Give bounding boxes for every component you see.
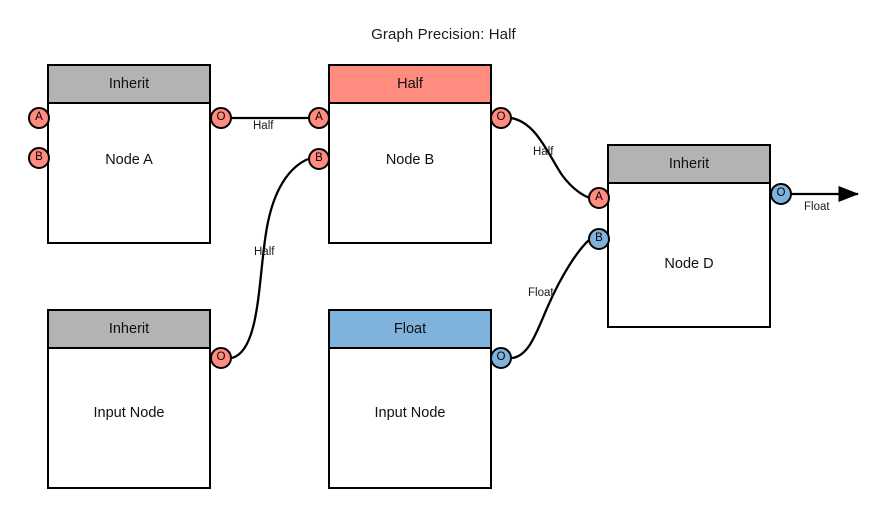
- node-node-b[interactable]: Half Node B: [328, 64, 492, 244]
- edge-label-d-o-output: Float: [804, 201, 830, 213]
- node-header: Inherit: [49, 66, 209, 104]
- edge-b-o-to-d-a: [510, 116, 591, 200]
- node-input-node-2[interactable]: Float Input Node: [328, 309, 492, 489]
- port-node-b-input-a[interactable]: A: [308, 107, 330, 129]
- edge-label-b-o-to-d-a: Half: [533, 146, 554, 158]
- node-body: Input Node: [330, 349, 490, 487]
- port-node-d-input-b[interactable]: B: [588, 228, 610, 250]
- node-node-a[interactable]: Inherit Node A: [47, 64, 211, 244]
- node-body: Node B: [330, 104, 490, 242]
- edge-in2-o-to-d-b: [511, 239, 590, 360]
- edge-label-a-o-to-b-a: Half: [253, 120, 274, 132]
- node-title: Node A: [105, 152, 153, 168]
- node-input-node-1[interactable]: Inherit Input Node: [47, 309, 211, 489]
- port-node-a-output-o[interactable]: O: [210, 107, 232, 129]
- port-node-b-output-o[interactable]: O: [490, 107, 512, 129]
- node-body: Input Node: [49, 349, 209, 487]
- edge-label-in1-o-to-b-b: Half: [254, 246, 275, 258]
- port-node-d-output-o[interactable]: O: [770, 183, 792, 205]
- node-header: Half: [330, 66, 490, 104]
- node-header: Inherit: [49, 311, 209, 349]
- node-title: Input Node: [374, 405, 446, 421]
- node-header: Inherit: [609, 146, 769, 184]
- port-node-a-input-a[interactable]: A: [28, 107, 50, 129]
- port-node-a-input-b[interactable]: B: [28, 147, 50, 169]
- node-header: Float: [330, 311, 490, 349]
- port-input-node-2-output-o[interactable]: O: [490, 347, 512, 369]
- node-title: Node B: [385, 152, 435, 168]
- node-title: Input Node: [93, 405, 165, 421]
- edge-in1-o-to-b-b: [231, 157, 309, 360]
- node-body: Node A: [49, 104, 209, 242]
- port-node-b-input-b[interactable]: B: [308, 148, 330, 170]
- port-input-node-1-output-o[interactable]: O: [210, 347, 232, 369]
- node-node-d[interactable]: Inherit Node D: [607, 144, 771, 328]
- edge-label-in2-o-to-d-b: Float: [528, 287, 554, 299]
- node-title: Node D: [664, 256, 714, 272]
- node-body: Node D: [609, 184, 769, 326]
- page-title: Graph Precision: Half: [371, 26, 516, 43]
- port-node-d-input-a[interactable]: A: [588, 187, 610, 209]
